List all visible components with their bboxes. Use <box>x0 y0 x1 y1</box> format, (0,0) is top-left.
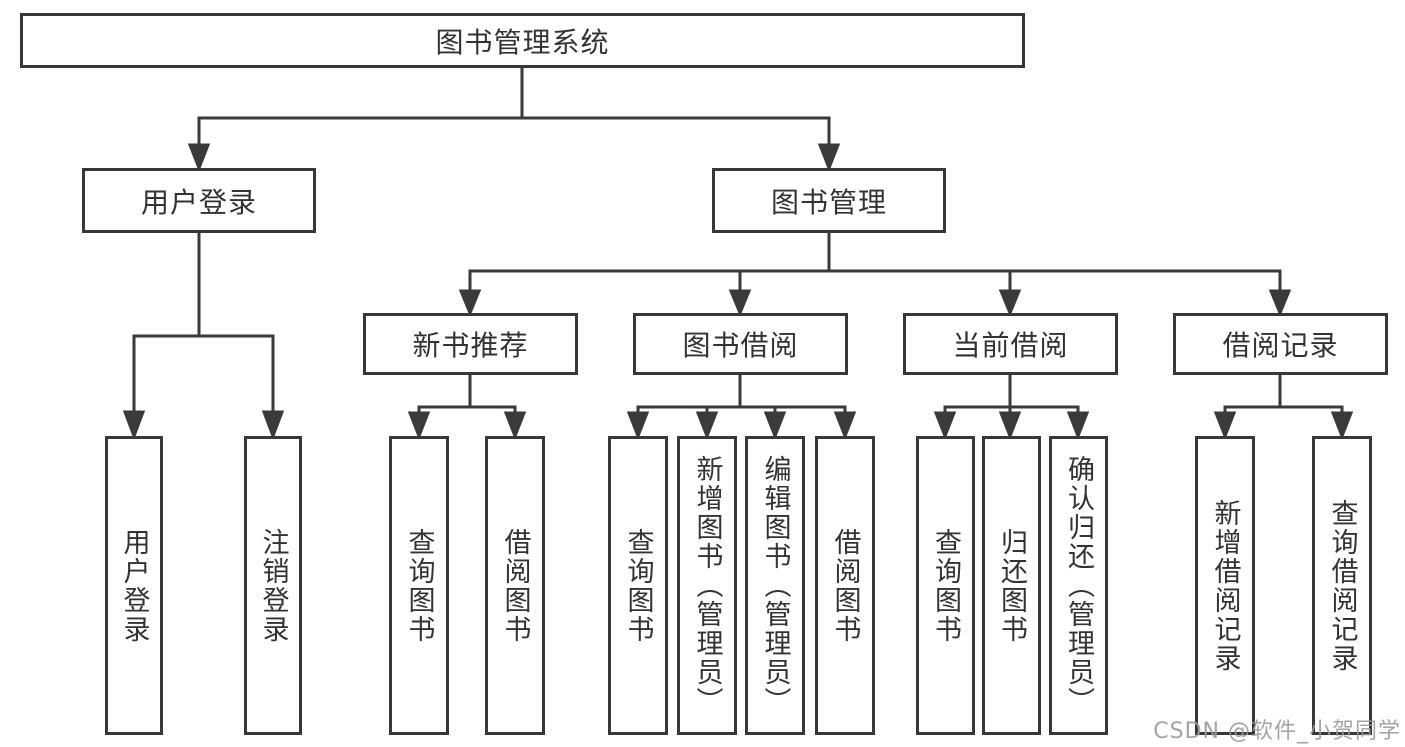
leaf-borrow-book-label: 借阅图书 <box>829 527 861 644</box>
node-borrow-records: 借阅记录 <box>1173 313 1388 375</box>
leaf-return-book: 归还图书 <box>982 436 1041 735</box>
leaf-query-borrow-record-label: 查询借阅记录 <box>1326 498 1358 673</box>
leaf-confirm-return-admin-label: 确认归还（管理员） <box>1063 455 1094 716</box>
node-user-login-label: 用户登录 <box>140 185 257 219</box>
node-root: 图书管理系统 <box>20 13 1025 68</box>
node-current-borrow: 当前借阅 <box>903 313 1118 375</box>
node-current-borrow-label: 当前借阅 <box>952 329 1069 362</box>
leaf-add-book-admin-label: 新增图书（管理员） <box>691 455 723 716</box>
node-borrow-records-label: 借阅记录 <box>1222 329 1339 362</box>
node-new-book-recommend: 新书推荐 <box>363 313 578 375</box>
leaf-current-query-book: 查询图书 <box>916 436 975 735</box>
leaf-user-login-label: 用户登录 <box>118 527 150 644</box>
leaf-current-query-book-label: 查询图书 <box>930 527 961 644</box>
leaf-logout-label: 注销登录 <box>257 527 289 644</box>
node-book-borrow-label: 图书借阅 <box>682 329 799 362</box>
leaf-recommend-query-book-label: 查询图书 <box>403 527 435 644</box>
node-book-management: 图书管理 <box>712 168 946 233</box>
leaf-add-borrow-record: 新增借阅记录 <box>1195 436 1255 735</box>
leaf-logout: 注销登录 <box>244 436 302 735</box>
node-user-login: 用户登录 <box>82 168 316 233</box>
leaf-user-login: 用户登录 <box>105 436 163 735</box>
leaf-recommend-query-book: 查询图书 <box>389 436 449 735</box>
leaf-borrow-book: 借阅图书 <box>815 436 875 735</box>
leaf-edit-book-admin-label: 编辑图书（管理员） <box>759 455 791 716</box>
node-book-management-label: 图书管理 <box>770 185 887 219</box>
leaf-borrow-query-book-label: 查询图书 <box>622 527 654 644</box>
leaf-add-borrow-record-label: 新增借阅记录 <box>1209 498 1241 673</box>
node-root-label: 图书管理系统 <box>435 25 610 59</box>
leaf-add-book-admin: 新增图书（管理员） <box>677 436 737 735</box>
leaf-edit-book-admin: 编辑图书（管理员） <box>745 436 805 735</box>
node-book-borrow: 图书借阅 <box>633 313 848 375</box>
leaf-confirm-return-admin: 确认归还（管理员） <box>1049 436 1108 735</box>
leaf-query-borrow-record: 查询借阅记录 <box>1312 436 1372 735</box>
leaf-recommend-borrow-book: 借阅图书 <box>485 436 545 735</box>
node-new-book-recommend-label: 新书推荐 <box>412 329 529 362</box>
leaf-return-book-label: 归还图书 <box>996 527 1027 644</box>
leaf-recommend-borrow-book-label: 借阅图书 <box>499 527 531 644</box>
leaf-borrow-query-book: 查询图书 <box>608 436 668 735</box>
watermark: CSDN @软件_小贺同学 <box>1153 719 1401 744</box>
